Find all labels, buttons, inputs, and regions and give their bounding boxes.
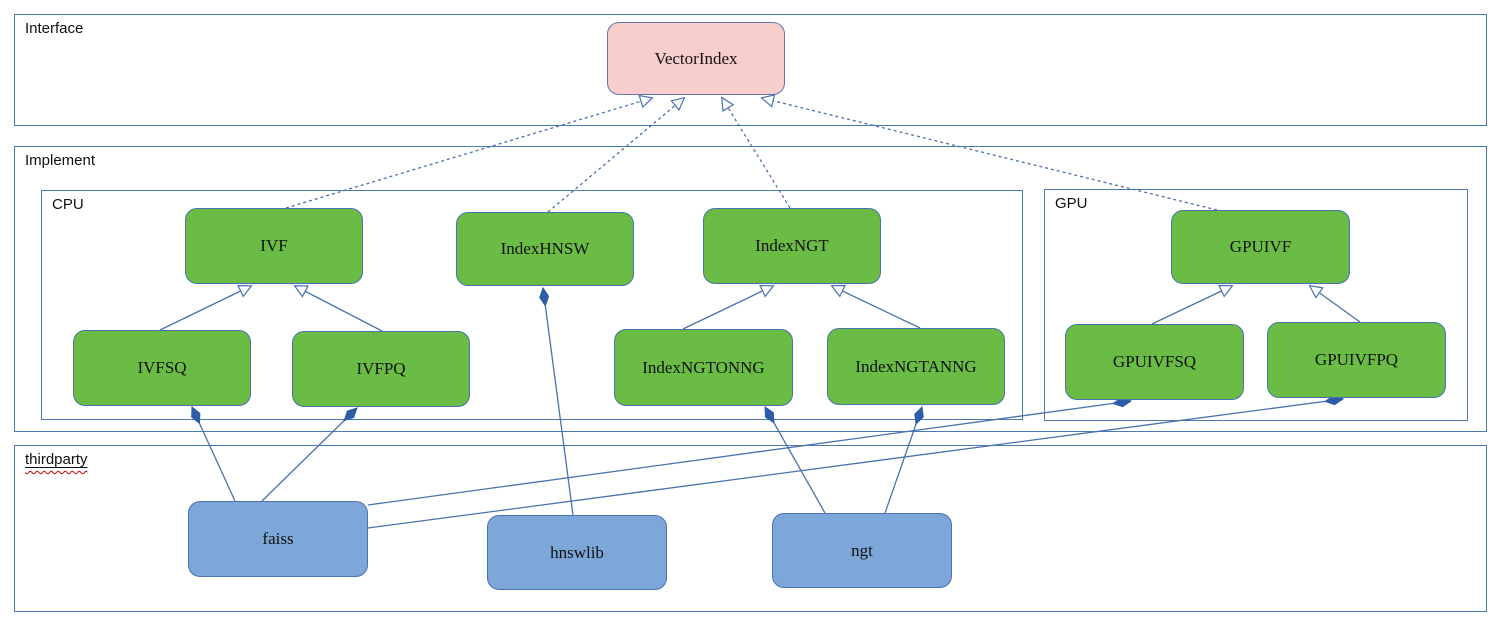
node-label-ivfpq: IVFPQ: [356, 359, 406, 378]
node-label-vectorindex: VectorIndex: [654, 48, 738, 68]
node-label-indexngtanng: IndexNGTANNG: [855, 356, 977, 376]
node-label-ngt: ngt: [851, 540, 873, 560]
node-indexngt[interactable]: IndexNGT: [703, 208, 881, 284]
container-label-thirdparty: thirdparty: [25, 451, 88, 468]
node-label-faiss: faiss: [262, 529, 294, 548]
container-label-interface: Interface: [25, 20, 84, 37]
node-gpuivfpq[interactable]: GPUIVFPQ: [1267, 322, 1446, 398]
node-label-ivfsq: IVFSQ: [137, 358, 187, 377]
node-vectorindex[interactable]: VectorIndex: [607, 22, 785, 95]
node-label-gpuivfpq: GPUIVFPQ: [1314, 350, 1399, 369]
node-ngt[interactable]: ngt: [772, 513, 952, 588]
node-label-ivf: IVF: [260, 236, 288, 255]
node-indexngtonng[interactable]: IndexNGTONNG: [614, 329, 793, 406]
node-ivf[interactable]: IVF: [185, 208, 363, 284]
node-faiss[interactable]: faiss: [188, 501, 368, 577]
node-hnswlib[interactable]: hnswlib: [487, 515, 667, 590]
node-label-hnswlib: hnswlib: [550, 542, 604, 562]
node-indexhnsw[interactable]: IndexHNSW: [456, 212, 634, 286]
node-label-indexngtonng: IndexNGTONNG: [642, 357, 765, 377]
container-label-cpu: CPU: [52, 196, 84, 213]
node-ivfsq[interactable]: IVFSQ: [73, 330, 251, 406]
node-indexngtanng[interactable]: IndexNGTANNG: [827, 328, 1005, 405]
node-ivfpq[interactable]: IVFPQ: [292, 331, 470, 407]
container-label-gpu: GPU: [1055, 195, 1088, 212]
container-label-implement: Implement: [25, 152, 96, 169]
node-label-indexhnsw: IndexHNSW: [500, 239, 590, 258]
node-label-gpuivfsq: GPUIVFSQ: [1112, 352, 1197, 371]
node-gpuivf[interactable]: GPUIVF: [1171, 210, 1350, 284]
node-label-gpuivf: GPUIVF: [1229, 237, 1292, 256]
node-label-indexngt: IndexNGT: [755, 236, 829, 255]
spellcheck-squiggle: thirdparty: [25, 451, 88, 468]
node-gpuivfsq[interactable]: GPUIVFSQ: [1065, 324, 1244, 400]
